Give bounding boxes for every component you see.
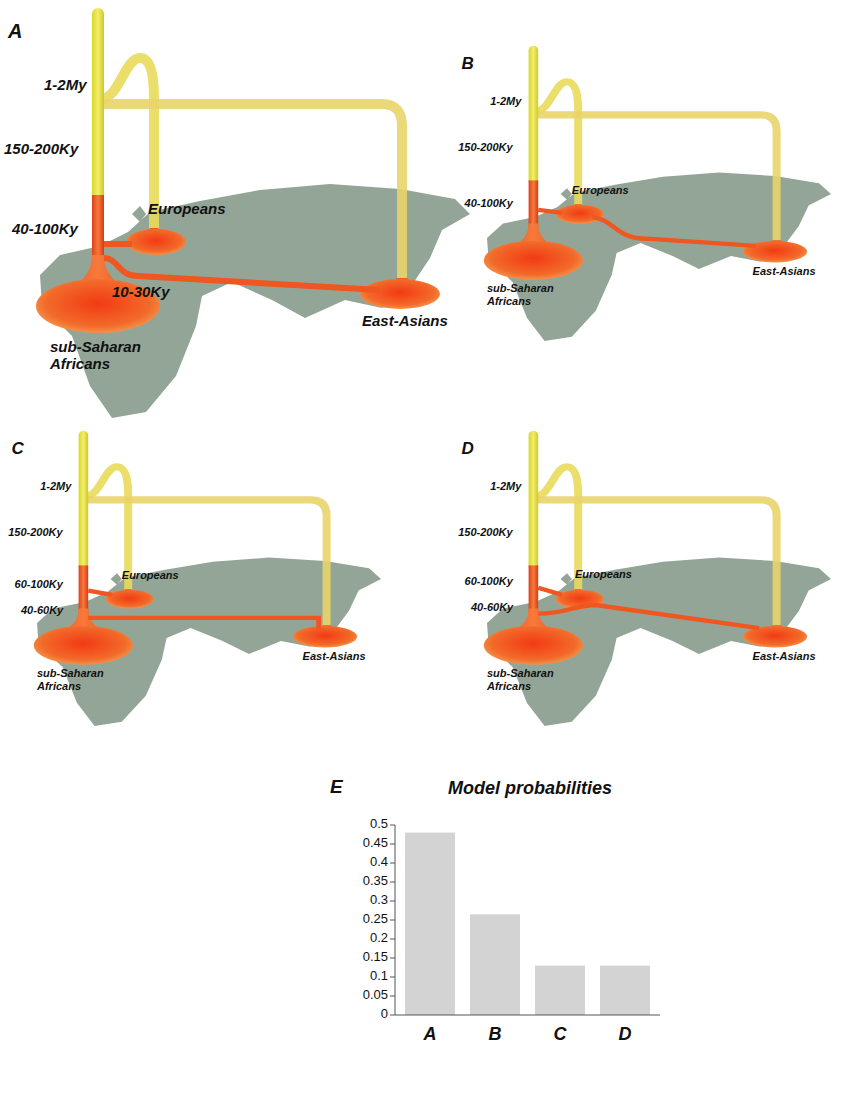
tick-mark [390, 882, 395, 883]
panel-a-base [36, 8, 470, 418]
axis-tick-label: 0.15 [363, 950, 388, 965]
tick-mark [390, 939, 395, 940]
chart-label: A [424, 1024, 437, 1045]
red-branch [593, 217, 756, 246]
time-label: East-Asians [303, 650, 366, 663]
axis-tick-label: 0.5 [370, 817, 388, 832]
red-branch [538, 588, 562, 595]
tick-mark [390, 1015, 395, 1016]
axis-tick-label: 0.45 [363, 836, 388, 851]
axis-tick-label: 0.35 [363, 874, 388, 889]
time-label: 150-200Ky [458, 141, 512, 154]
bar [600, 966, 650, 1015]
time-label: 150-200Ky [458, 526, 512, 539]
population-label: sub-Saharan Africans [487, 282, 555, 307]
time-label: 60-100Ky [465, 575, 513, 588]
bar [405, 833, 455, 1015]
axis-tick-label: 0.05 [363, 988, 388, 1003]
tick-mark [390, 863, 395, 864]
chart-label: C [554, 1024, 567, 1045]
x-axis [395, 1015, 660, 1016]
time-label: 150-200Ky [4, 140, 78, 157]
red-branch [538, 210, 562, 213]
bar [535, 966, 585, 1015]
tick-mark [390, 996, 395, 997]
time-label: 1-2My [490, 95, 521, 108]
chart-label: D [619, 1024, 632, 1045]
bar-chart [390, 825, 660, 1015]
axis-tick-label: 0.2 [370, 931, 388, 946]
time-label: 40-100Ky [465, 197, 513, 210]
time-label: 1-2My [40, 480, 71, 493]
time-label: Europeans [575, 568, 632, 581]
axis-tick-label: 0.1 [370, 969, 388, 984]
axis-tick-label: 0.25 [363, 912, 388, 927]
red-branch [104, 241, 132, 247]
time-label: 1-2My [490, 480, 521, 493]
time-label: 150-200Ky [8, 526, 62, 539]
panel-letter: C [11, 439, 23, 459]
time-label: 10-30Ky [112, 283, 170, 300]
panel-b-base [484, 46, 831, 341]
axis-tick-label: 0.4 [370, 855, 388, 870]
chart-label: E [330, 776, 343, 798]
tick-mark [390, 844, 395, 845]
tick-mark [390, 977, 395, 978]
panel-letter: B [461, 54, 473, 74]
time-label: 1-2My [44, 76, 87, 93]
chart-label: B [489, 1024, 502, 1045]
time-label: Europeans [122, 569, 179, 582]
time-label: Europeans [572, 184, 629, 197]
population-label: sub-Saharan Africans [50, 338, 170, 373]
tick-mark [390, 920, 395, 921]
time-label: 40-100Ky [12, 220, 78, 237]
time-label: Europeans [148, 200, 226, 217]
population-label: sub-Saharan Africans [37, 667, 105, 692]
panel-letter: A [8, 20, 22, 43]
chart-label: Model probabilities [448, 778, 612, 799]
tick-mark [390, 901, 395, 902]
red-branch [88, 591, 112, 595]
red-branch [88, 618, 318, 630]
time-label: East-Asians [753, 265, 816, 278]
tick-mark [390, 958, 395, 959]
axis-tick-label: 0.3 [370, 893, 388, 908]
panel-d-base [484, 431, 831, 726]
time-label: 60-100Ky [15, 578, 63, 591]
bar [470, 914, 520, 1015]
panel-letter: D [461, 439, 473, 459]
population-label: sub-Saharan Africans [487, 667, 555, 692]
time-label: 40-60Ky [21, 604, 63, 617]
panel-c-base [34, 431, 381, 726]
time-label: East-Asians [753, 650, 816, 663]
red-branch [538, 605, 759, 628]
axis-tick-label: 0 [381, 1007, 388, 1022]
tick-mark [390, 825, 395, 826]
time-label: East-Asians [362, 312, 448, 329]
time-label: 40-60Ky [471, 601, 513, 614]
